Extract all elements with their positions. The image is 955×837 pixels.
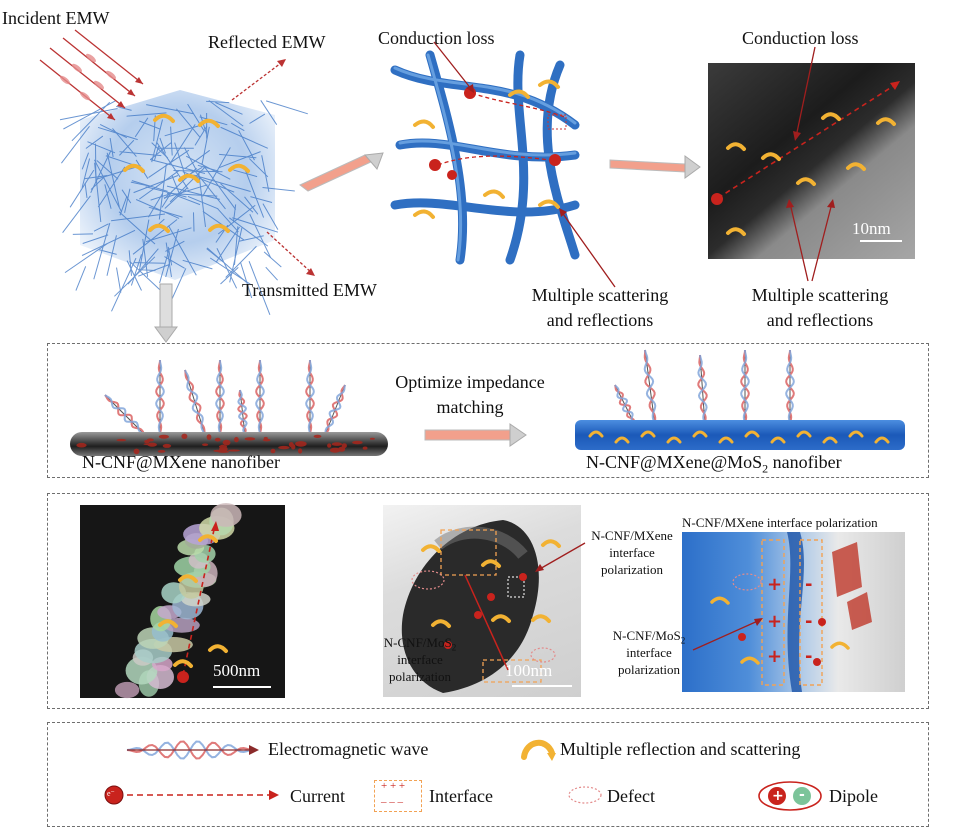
legend-interface: Interface	[429, 786, 493, 806]
right-mos2-pointer	[692, 618, 763, 651]
transmitted-emw-arrow	[266, 231, 315, 276]
mxene-interface-pointer	[535, 542, 586, 572]
mos2-interface-label-c: polarization	[388, 669, 452, 684]
conduction-loss-label-1: Conduction loss	[378, 28, 495, 48]
legend-panel	[47, 722, 929, 827]
sem-overlay	[114, 503, 242, 699]
process-arrow-1	[299, 152, 384, 192]
legend-dipole-minus: -	[799, 787, 805, 803]
fiber-mxene-flakes	[76, 433, 375, 455]
svg-text:-: -	[805, 611, 812, 632]
legend-interface-plus: + + +	[381, 780, 406, 792]
scatter-pointer-1	[559, 208, 616, 288]
legend-dipole: Dipole	[829, 786, 878, 806]
scale-label-sem: 500nm	[213, 661, 261, 680]
optimize-arrow	[424, 423, 527, 447]
scatter-label-2b: and reflections	[766, 310, 874, 330]
scale-label-tem-bottom: 100nm	[505, 661, 553, 680]
mxene-interface-label-c: polarization	[600, 562, 664, 577]
transmitted-emw-label: Transmitted EMW	[242, 280, 377, 300]
legend-current-icon	[104, 785, 279, 805]
incident-emw-label: Incident EMW	[2, 8, 110, 28]
process-arrow-down	[154, 283, 178, 343]
fiber-closeup	[390, 50, 580, 265]
scatter-label-2a: Multiple scattering	[751, 285, 889, 305]
legend-interface-minus: – – –	[381, 796, 403, 808]
polarization-panel	[47, 493, 929, 709]
conduction-loss-label-2: Conduction loss	[742, 28, 859, 48]
interface-schematic-overlay: + + + - - -	[710, 532, 872, 692]
mxene-interface-label-a: N-CNF/MXene	[591, 528, 673, 543]
right-mos2-label-a: N-CNF/MoS2	[612, 628, 686, 646]
scalebar-sem	[213, 686, 271, 688]
right-mos2-label-c: polarization	[617, 662, 681, 677]
legend-dipole-icon	[758, 781, 822, 811]
legend-current: Current	[290, 786, 345, 806]
process-arrow-2	[609, 155, 701, 179]
fiber-mos2-swirls	[588, 430, 890, 444]
fiber-mxene-waves	[104, 359, 346, 436]
tem-image-top	[708, 63, 915, 259]
scale-label-tem-top: 10nm	[852, 219, 891, 238]
scatter-pointer-2	[786, 199, 835, 282]
legend-wave-icon	[126, 740, 259, 760]
legend-swirl-icon	[521, 740, 556, 761]
incident-emw-arrows	[39, 29, 144, 121]
svg-text:+: +	[767, 611, 782, 632]
legend-defect-icon	[568, 786, 602, 804]
tem-bottom-overlay	[401, 520, 561, 693]
conduction-pointer-2	[793, 46, 816, 141]
optimize-label-b: matching	[436, 397, 504, 417]
legend-electron-symbol: e⁻	[107, 789, 115, 798]
legend-interface-icon	[374, 780, 422, 812]
scalebar-tem-top	[860, 240, 902, 242]
fiber-mos2-waves	[614, 349, 795, 426]
scatter-label-1a: Multiple scattering	[531, 285, 669, 305]
svg-text:+: +	[767, 574, 782, 595]
svg-text:-: -	[805, 574, 812, 595]
reflected-emw-label: Reflected EMW	[208, 32, 326, 52]
optimize-label-a: Optimize impedance	[395, 372, 545, 392]
impedance-panel	[47, 343, 929, 478]
scalebar-tem-bottom	[512, 685, 572, 687]
fiber-mxene-label: N-CNF@MXene nanofiber	[82, 452, 281, 472]
mos2-interface-label-b: interface	[397, 652, 443, 667]
legend-em-wave: Electromagnetic wave	[268, 739, 429, 759]
tem-top-overlay	[711, 81, 900, 236]
svg-text:-: -	[805, 646, 812, 667]
mxene-interface-label-b: interface	[609, 545, 655, 560]
legend-multi-reflect: Multiple reflection and scattering	[560, 739, 801, 759]
scatter-label-1b: and reflections	[546, 310, 654, 330]
fiber-network-cube	[59, 90, 308, 317]
right-mos2-label-b: interface	[626, 645, 672, 660]
conduction-pointer-1	[433, 41, 474, 93]
legend-defect: Defect	[607, 786, 655, 806]
mos2-interface-label-a: N-CNF/MoS2	[383, 635, 457, 653]
fiber-mos2-label: N-CNF@MXene@MoS2 nanofiber	[586, 452, 842, 476]
right-interface-title: N-CNF/MXene interface polarization	[682, 515, 878, 530]
reflected-emw-arrow	[231, 59, 286, 101]
legend-dipole-plus: +	[772, 788, 784, 804]
svg-text:+: +	[767, 646, 782, 667]
